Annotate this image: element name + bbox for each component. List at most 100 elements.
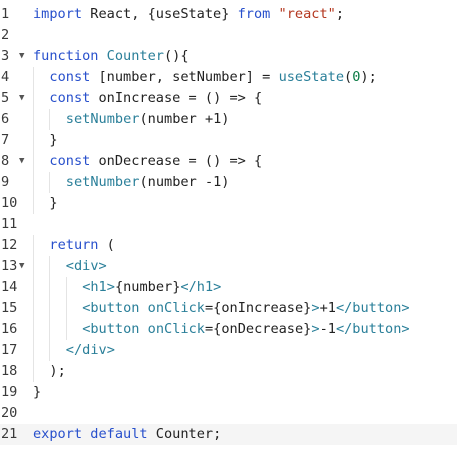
indent-guide [33,130,34,151]
line-gutter: 1 [0,4,33,25]
line-gutter: 4 [0,67,33,88]
code-line[interactable]: 8▼const onDecrease = () => { [0,151,457,172]
code-token: </button> [335,321,410,337]
fold-arrow-icon[interactable]: ▼ [19,51,25,61]
fold-arrow-icon[interactable]: ▼ [19,93,25,103]
line-number: 21 [1,426,18,442]
code-token [98,48,106,64]
code-token: } [33,384,42,400]
line-gutter: 3▼ [0,46,33,67]
code-token: ); [49,363,66,379]
code-token: </button> [335,300,410,316]
code-line[interactable]: 14<h1>{number}</h1> [0,277,457,298]
indent-guide [49,277,51,298]
line-gutter: 14 [0,277,33,298]
indent-guide [49,298,51,319]
code-token: onClick [147,321,205,337]
code-text: setNumber(number -1) [66,172,230,193]
line-number: 10 [1,195,18,211]
indent-guide [49,172,51,193]
line-gutter: 15 [0,298,33,319]
code-text: } [49,130,57,151]
line-gutter: 8▼ [0,151,33,172]
code-line[interactable]: 7} [0,130,457,151]
indent-guide [33,361,34,382]
code-text: <button onClick={onDecrease}>-1</button> [82,319,409,340]
line-number: 4 [1,69,10,85]
line-number: 7 [1,132,10,148]
code-line[interactable]: 15 <button onClick={onIncrease}>+1</butto… [0,298,457,319]
code-token: [number, setNumber] = [90,69,279,85]
line-gutter: 7 [0,130,33,151]
code-token: onIncrease = () => { [90,90,263,106]
code-token: } [49,132,58,148]
code-text: <button onClick={onIncrease}>+1</button> [82,298,409,319]
code-token: const [49,69,91,85]
code-token: ; [335,6,345,22]
code-token: <button [82,300,140,316]
code-text: import React, {useState} from "react"; [33,4,344,25]
code-token: Counter [106,48,164,64]
code-token [270,6,278,22]
line-gutter: 5▼ [0,88,33,109]
fold-arrow-icon[interactable]: ▼ [19,261,25,271]
code-token: {number} [114,279,181,295]
line-gutter: 13▼ [0,256,33,277]
code-token: +1 [319,300,336,316]
code-text: function Counter(){ [33,46,189,67]
code-line[interactable]: 5▼ const onIncrease = () => { [0,88,457,109]
code-token: ( [98,237,115,253]
indent-guide [49,319,51,340]
code-token: ={onIncrease} [204,300,312,316]
code-token: setNumber [65,111,140,127]
indent-guide [49,340,51,361]
indent-guide [33,298,34,319]
line-number: 17 [1,342,18,358]
code-line[interactable]: 16 <button onClick={onDecrease}>-1</butto… [0,319,457,340]
code-token: (number +1) [139,111,230,127]
line-number: 20 [1,405,18,421]
indent-guide [49,109,51,130]
indent-guide [33,340,34,361]
line-number: 12 [1,237,18,253]
code-token: </div> [65,342,115,358]
code-token: <h1> [82,279,115,295]
line-gutter: 11 [0,214,33,235]
code-line[interactable]: 10} [0,193,457,214]
fold-arrow-icon[interactable]: ▼ [19,156,25,166]
code-text: </div> [66,340,115,361]
code-line[interactable]: 18); [0,361,457,382]
line-gutter: 17 [0,340,33,361]
code-line[interactable]: 3▼function Counter(){ [0,46,457,67]
line-number: 11 [1,216,18,232]
code-text: setNumber(number +1) [66,109,230,130]
code-token: default [90,426,148,442]
code-line[interactable]: 9 setNumber(number -1) [0,172,457,193]
line-gutter: 21 [0,424,33,445]
code-line[interactable]: 20 [0,403,457,424]
line-number: 9 [1,174,10,190]
code-token: (number -1) [139,174,230,190]
code-token: export [33,426,83,442]
code-token: ={onDecrease} [204,321,312,337]
code-line[interactable]: 19} [0,382,457,403]
indent-guide [65,298,67,319]
code-token: > [311,321,320,337]
code-line[interactable]: 11 [0,214,457,235]
code-line[interactable]: 17 </div> [0,340,457,361]
line-number: 2 [1,27,10,43]
line-gutter: 16 [0,319,33,340]
code-line[interactable]: 13▼<div> [0,256,457,277]
code-token: const [49,90,91,106]
line-number: 8 [1,153,10,169]
line-number: 19 [1,384,18,400]
code-line[interactable]: 2 [0,25,457,46]
code-token: onDecrease = () => { [90,153,263,169]
line-number: 18 [1,363,18,379]
